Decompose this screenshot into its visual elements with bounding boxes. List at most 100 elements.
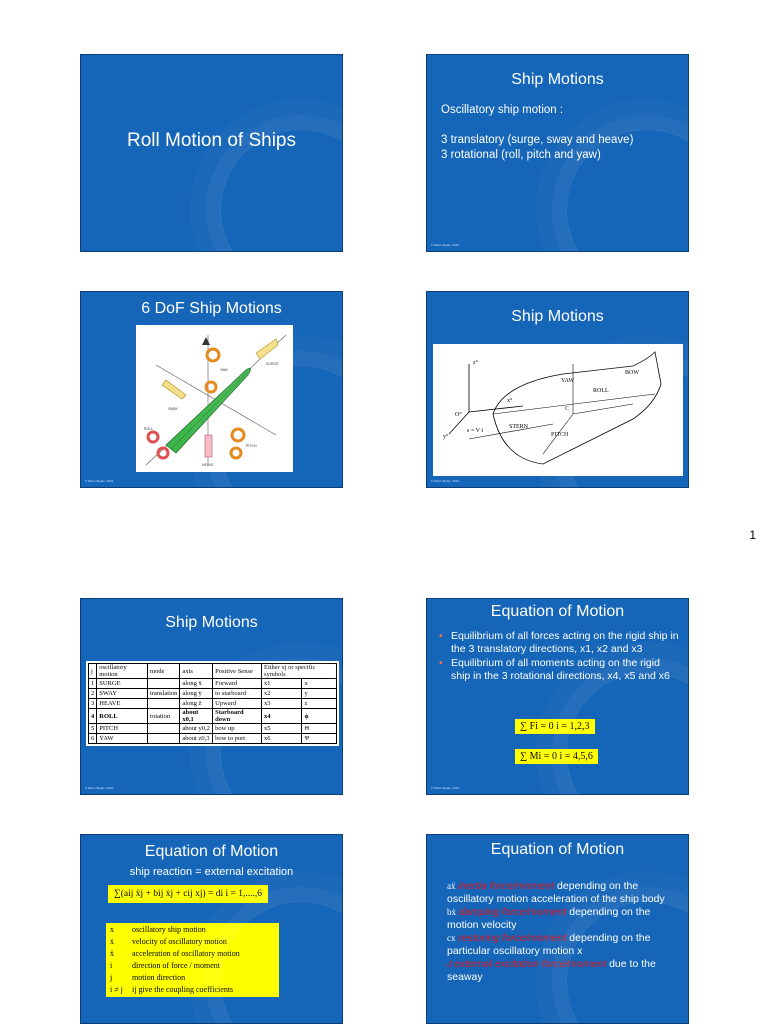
cell: [146, 723, 181, 734]
text-line: Oscillatory ship motion :: [441, 104, 564, 116]
definition: ij give the coupling coefficients: [132, 985, 234, 994]
term-symbol: bẋ: [447, 907, 456, 917]
formula-forces: ∑ Fi = 0 i = 1,2,3: [515, 719, 595, 734]
copyright: © Metin Taylan, 2010: [431, 479, 460, 483]
term-item: aẍ inertia force/moment depending on the…: [447, 880, 683, 905]
cell: x2: [260, 688, 303, 699]
term-name: damping force/moment: [458, 906, 567, 918]
slide-title: Roll Motion of Ships: [127, 130, 296, 151]
cell: y: [301, 688, 337, 699]
label-c: C: [565, 406, 569, 412]
motions-table: j oscillatory motion mode axis Positive …: [86, 661, 339, 746]
cell: z: [301, 698, 337, 709]
label-heave: HEAVE: [202, 463, 214, 467]
header-cell: mode: [146, 663, 181, 679]
6dof-diagram-svg: YAW SURGE SWAY ROLL PITCH HEAVE: [144, 334, 287, 467]
bullet-item: Equilibrium of all moments acting on the…: [439, 657, 679, 682]
cell: Θ: [301, 723, 337, 734]
symbol: i: [110, 961, 113, 970]
term-name: external excitation force/moment: [454, 958, 607, 970]
term-name: restoring force/moment: [458, 932, 567, 944]
definition: velocity of oscillatory motion: [132, 937, 227, 946]
term-description: depending on the particular oscillatory …: [447, 932, 651, 957]
definition: direction of force / moment: [132, 961, 220, 970]
cell: SURGE: [96, 678, 148, 689]
cell: 2: [87, 688, 98, 699]
cell: Starboard down: [212, 708, 262, 724]
header-cell: Either xj or specific symbols: [260, 663, 338, 679]
cell: about z0,3: [179, 733, 214, 744]
term-symbol: cx: [447, 933, 456, 943]
label-pitch: PITCH: [246, 444, 257, 448]
ship-6dof-diagram: YAW SURGE SWAY ROLL PITCH HEAVE: [136, 325, 293, 472]
cell: Forward: [212, 678, 262, 689]
cell: along z̄: [179, 698, 214, 709]
definition-row: ẋ velocity of oscillatory motion: [110, 936, 275, 948]
cell: Upward: [212, 698, 262, 709]
cell: SWAY: [96, 688, 148, 699]
slide-6dof: 6 DoF Ship Motions YAW SURGE SWAY ROLL P…: [80, 291, 343, 488]
symbol: ẋ: [110, 937, 114, 946]
label-pitch: PITCH: [551, 432, 569, 438]
slide-title: Equation of Motion: [490, 603, 625, 620]
label-surge: SURGE: [266, 362, 279, 366]
slide-title: 6 DoF Ship Motions: [141, 300, 282, 317]
term-symbol: aẍ: [447, 881, 456, 891]
table-header-row: j oscillatory motion mode axis Positive …: [87, 663, 338, 679]
cell: YAW: [96, 733, 148, 744]
symbol: ẍ: [110, 949, 114, 958]
definition-row: ẍ acceleration of oscillatory motion: [110, 948, 275, 960]
cell: along x̄: [179, 678, 214, 689]
label-z0: z°: [473, 359, 479, 366]
term-description: due to the seaway: [447, 958, 656, 983]
header-cell: axis: [179, 663, 214, 679]
definition: oscillatory ship motion: [132, 925, 206, 934]
definition-row: i ≠ j ij give the coupling coefficients: [110, 984, 275, 996]
text-line: 3 translatory (surge, sway and heave): [441, 134, 634, 146]
cell: HEAVE: [96, 698, 148, 709]
cell: ϕ: [301, 708, 337, 724]
header-cell: j: [87, 663, 98, 679]
header-cell: oscillatory motion: [96, 663, 148, 679]
definition-row: i direction of force / moment: [110, 960, 275, 972]
header-cell: Positive Sense: [212, 663, 262, 679]
cell: x5: [260, 723, 303, 734]
slide-ship-motions-axes: Ship Motions z° O° x° y° s = V t STERN B…: [426, 291, 689, 488]
label-x0: x°: [507, 397, 513, 404]
definition: acceleration of oscillatory motion: [132, 949, 240, 958]
cell: x1: [260, 678, 303, 689]
cell: 4: [87, 708, 98, 724]
definition-row: x oscillatory ship motion: [110, 924, 275, 936]
symbol-definitions: x oscillatory ship motion ẋ velocity of os…: [106, 923, 279, 997]
copyright: © Metin Taylan, 2010: [431, 786, 460, 790]
symbol: x: [110, 925, 114, 934]
label-yaw: YAW: [220, 368, 228, 372]
label-o0: O°: [455, 411, 462, 418]
cell: PITCH: [96, 723, 148, 734]
axes-diagram-svg: z° O° x° y° s = V t STERN BOW ROLL YAW P…: [443, 351, 662, 465]
cell: along ȳ: [179, 688, 214, 699]
cell: Ψ: [301, 733, 337, 744]
term-symbol: d: [447, 959, 452, 969]
slide-ship-motions-table: Ship Motions j oscillatory motion mode a…: [80, 598, 343, 795]
cell: 6: [87, 733, 98, 744]
bullet-item: Equilibrium of all forces acting on the …: [439, 630, 679, 655]
ship-axes-diagram: z° O° x° y° s = V t STERN BOW ROLL YAW P…: [433, 344, 683, 476]
label-vt: s = V t: [467, 428, 483, 434]
cell: [146, 698, 181, 709]
label-yaw: YAW: [561, 378, 575, 384]
term-item: d external excitation force/moment due t…: [447, 958, 683, 983]
definition: motion direction: [132, 973, 186, 982]
text-line: 3 rotational (roll, pitch and yaw): [441, 149, 601, 161]
slide-title-roll-motion: Roll Motion of Ships: [80, 54, 343, 252]
term-item: bẋ damping force/moment depending on the…: [447, 906, 683, 931]
slide-equation-of-motion-equilibrium: Equation of Motion Equilibrium of all fo…: [426, 598, 689, 795]
symbol: i ≠ j: [110, 985, 123, 994]
label-sway: SWAY: [168, 407, 179, 411]
label-y0: y°: [443, 433, 449, 440]
